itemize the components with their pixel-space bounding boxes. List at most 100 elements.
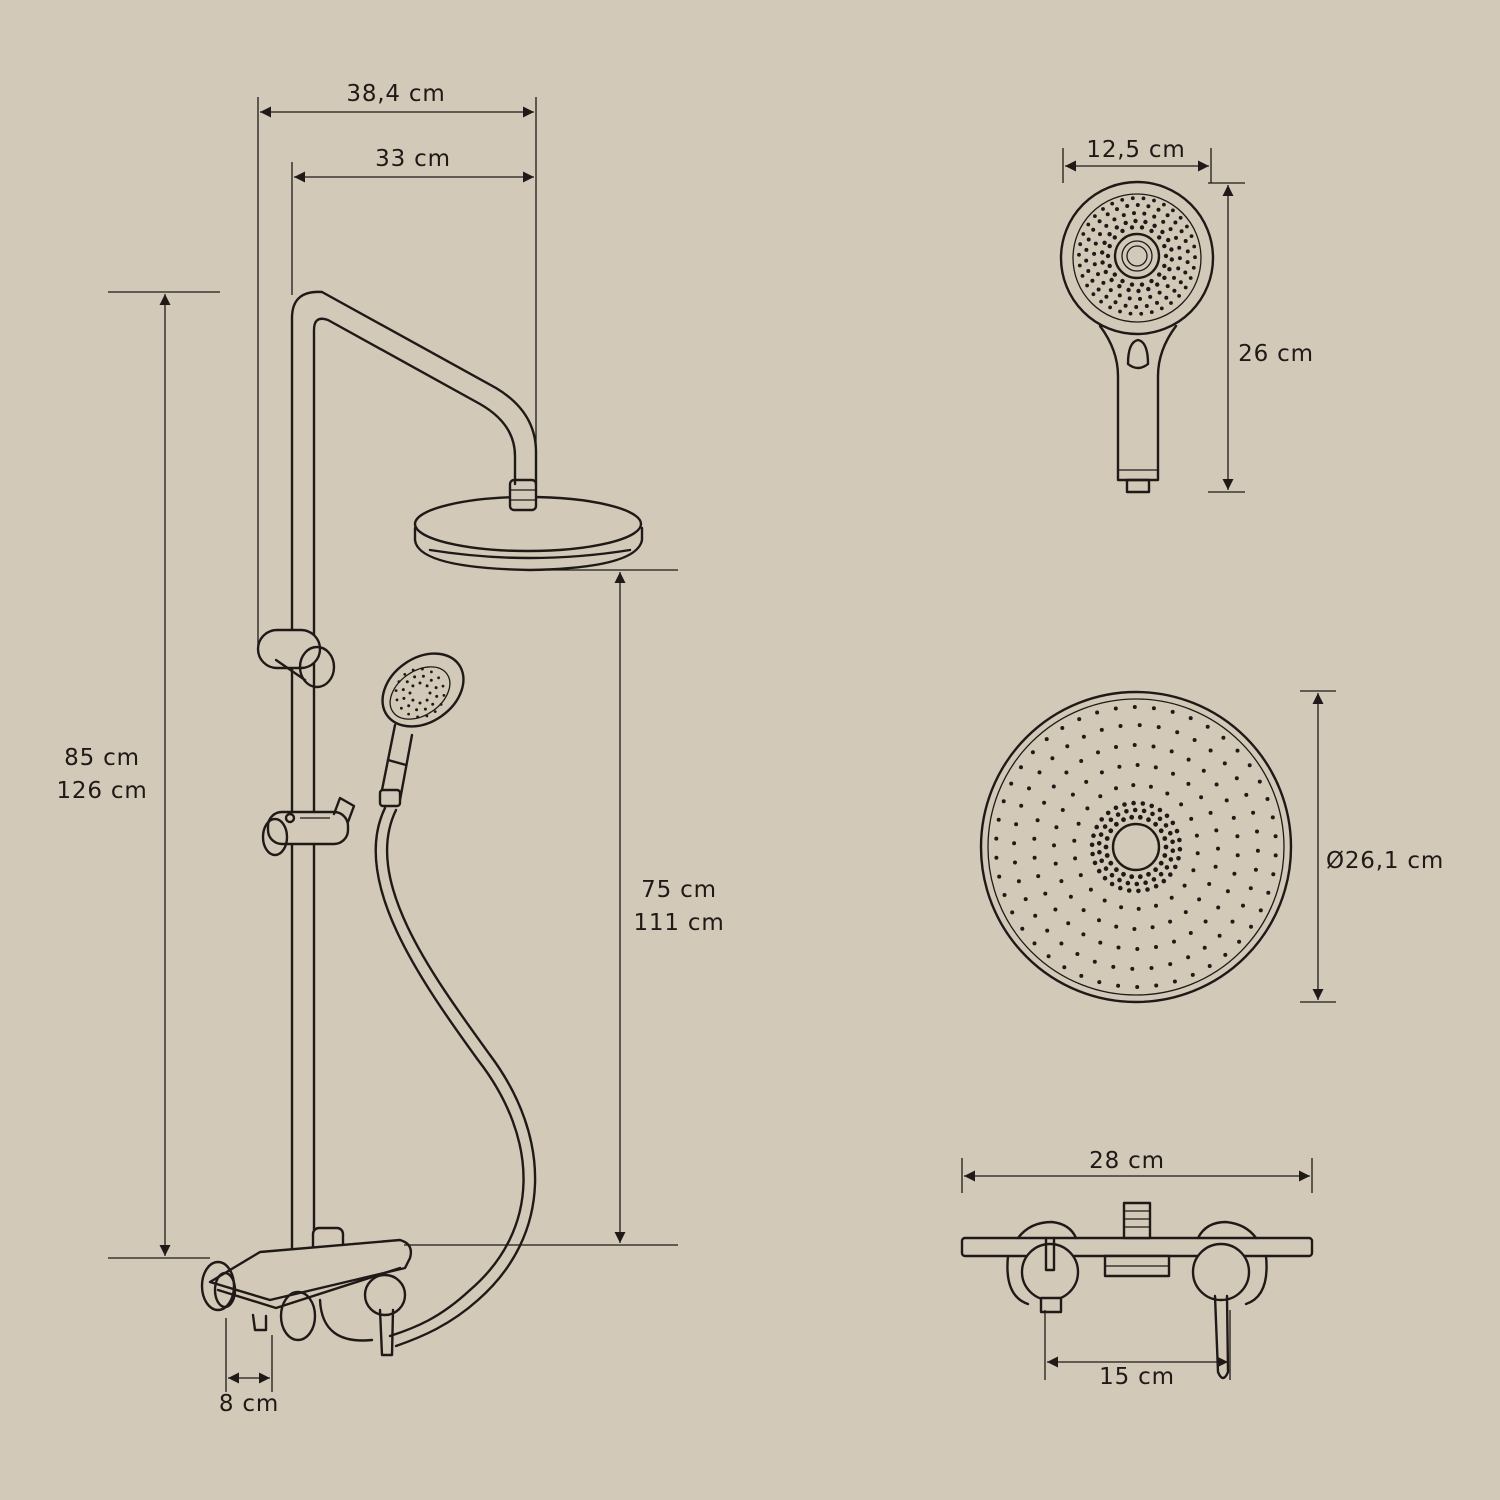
nozzle-dot — [1265, 797, 1270, 801]
nozzle-dot — [1172, 979, 1177, 984]
nozzle-dot — [1118, 724, 1123, 728]
nozzle-dot — [1096, 868, 1102, 874]
nozzle-dot — [1167, 267, 1172, 272]
nozzle-dot — [1104, 853, 1110, 858]
nozzle-dot — [1033, 913, 1038, 918]
nozzle-dot — [1162, 853, 1168, 858]
nozzle-dot — [402, 696, 406, 700]
nozzle-dot — [1102, 898, 1107, 903]
nozzle-dot — [1146, 871, 1151, 877]
nozzle-dot — [1172, 288, 1177, 293]
nozzle-dot — [1178, 215, 1183, 220]
nozzle-dot — [418, 701, 422, 705]
nozzle-dot — [1231, 815, 1236, 820]
nozzle-dot — [1097, 980, 1102, 985]
nozzle-dot — [1173, 220, 1178, 225]
nozzle-dot — [1169, 247, 1174, 252]
nozzle-dot — [1091, 292, 1096, 297]
nozzle-dot — [1183, 239, 1188, 243]
nozzle-dot — [433, 710, 437, 713]
nozzle-dot — [1085, 806, 1090, 811]
nozzle-dot — [1075, 952, 1080, 956]
nozzle-dot — [1114, 867, 1119, 873]
nozzle-dot — [1176, 856, 1181, 861]
nozzle-dot — [1186, 781, 1191, 786]
side-view-dimensions — [108, 97, 678, 1392]
nozzle-dot — [1114, 821, 1119, 827]
nozzle-dot — [1062, 965, 1067, 970]
nozzle-dot — [1101, 207, 1105, 211]
nozzle-dot — [1132, 211, 1136, 216]
nozzle-dot — [1165, 791, 1170, 796]
nozzle-dot — [1151, 877, 1157, 882]
nozzle-dot — [1109, 872, 1115, 878]
nozzle-dot — [1177, 256, 1182, 261]
nozzle-dot — [1060, 726, 1065, 730]
nozzle-dot — [1168, 919, 1173, 924]
nozzle-dot — [1032, 941, 1037, 946]
nozzle-dot — [1112, 217, 1117, 222]
nozzle-dot — [1139, 282, 1145, 287]
nozzle-dot — [1174, 828, 1180, 834]
nozzle-dot — [1189, 816, 1194, 821]
nozzle-dot — [1090, 851, 1095, 857]
nozzle-dot — [1159, 306, 1164, 311]
nozzle-dot — [1137, 874, 1143, 880]
nozzle-dot — [1174, 235, 1178, 240]
nozzle-dot — [1171, 771, 1175, 776]
nozzle-dot — [1163, 844, 1169, 850]
nozzle-dot — [1176, 266, 1181, 271]
nozzle-dot — [1173, 864, 1178, 870]
nozzle-dot — [413, 675, 417, 679]
nozzle-dot — [1085, 283, 1089, 288]
nozzle-dot — [1121, 817, 1126, 823]
nozzle-dot — [1112, 272, 1118, 277]
nozzle-dot — [1157, 816, 1163, 822]
nozzle-dot — [1195, 851, 1200, 856]
nozzle-dot — [1073, 856, 1078, 861]
nozzle-dot — [1158, 860, 1164, 866]
nozzle-dot — [1098, 232, 1102, 237]
nozzle-dot — [1125, 880, 1131, 886]
nozzle-dot — [1128, 311, 1133, 316]
nozzle-dot — [1153, 867, 1158, 873]
label-hand-width: 12,5 cm — [1086, 137, 1185, 163]
nozzle-dot — [1132, 743, 1137, 747]
nozzle-dot — [411, 684, 415, 688]
nozzle-dot — [416, 715, 419, 719]
nozzle-dot — [1165, 284, 1170, 289]
nozzle-dot — [1078, 242, 1083, 247]
label-height-head-2: 111 cm — [633, 910, 724, 936]
nozzle-dot — [1172, 275, 1176, 280]
nozzle-dot — [1136, 888, 1141, 894]
nozzle-dot — [1141, 808, 1147, 814]
nozzle-dot — [401, 688, 405, 692]
nozzle-dot — [1103, 866, 1109, 871]
nozzle-dot — [1162, 263, 1167, 269]
nozzle-dot — [1162, 202, 1166, 207]
nozzle-dot — [1019, 765, 1023, 770]
nozzle-dot — [1179, 802, 1184, 807]
nozzle-dot — [1064, 770, 1069, 775]
nozzle-dot — [1237, 939, 1242, 944]
nozzle-dot — [411, 668, 415, 672]
nozzle-dot — [1133, 218, 1138, 224]
nozzle-dot — [430, 670, 433, 674]
nozzle-dot — [1094, 824, 1099, 830]
nozzle-dot — [1096, 750, 1100, 755]
nozzle-dot — [1235, 748, 1240, 753]
nozzle-dot — [1179, 229, 1184, 234]
nozzle-dot — [1100, 250, 1105, 255]
nozzle-dot — [1090, 278, 1095, 283]
nozzle-dot — [1009, 781, 1014, 786]
nozzle-dot — [1192, 738, 1197, 742]
nozzle-dot — [1116, 945, 1121, 950]
nozzle-dot — [1043, 891, 1048, 896]
nozzle-dot — [1186, 955, 1191, 960]
nozzle-dot — [1084, 247, 1089, 252]
nozzle-dot — [1130, 196, 1135, 201]
nozzle-dot — [1151, 706, 1156, 711]
nozzle-dot — [397, 680, 401, 683]
nozzle-dot — [1183, 270, 1188, 275]
nozzle-dot — [1046, 954, 1051, 959]
